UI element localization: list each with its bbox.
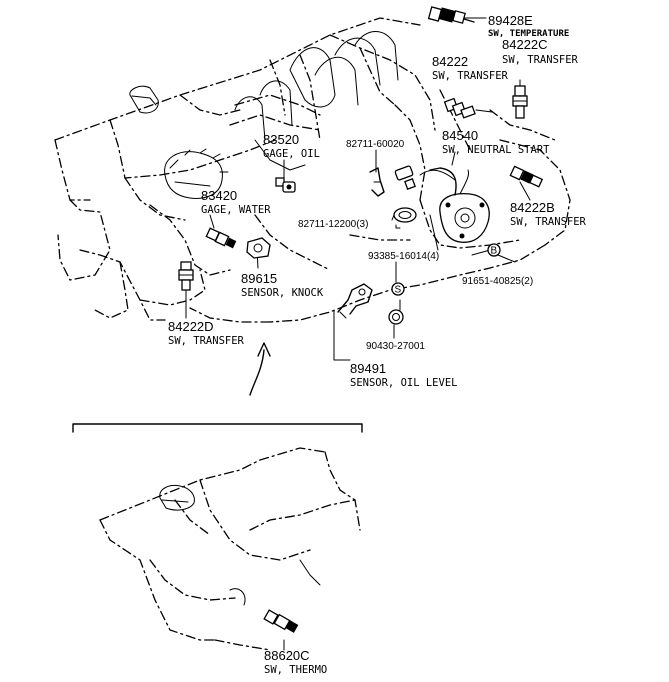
label-83420: 83420 GAGE, WATER bbox=[201, 188, 271, 216]
temperature-switch-part bbox=[427, 6, 475, 24]
distributor bbox=[164, 148, 229, 199]
wire-clamp-part bbox=[391, 207, 417, 223]
label-84222d: 84222D SW, TRANSFER bbox=[168, 319, 245, 347]
part-name-89491: SENSOR, OIL LEVEL bbox=[350, 377, 457, 389]
label-84222c: 84222C SW, TRANSFER bbox=[502, 37, 579, 66]
part-name-83520: GAGE, OIL bbox=[263, 148, 320, 160]
water-temperature-gage-part bbox=[205, 227, 237, 249]
clip-s-marker: S bbox=[391, 282, 405, 296]
fastener-91651-40825: 91651-40825(2) bbox=[462, 276, 533, 287]
callout-lines bbox=[185, 17, 531, 361]
gasket-part bbox=[388, 309, 404, 325]
part-name-83420: GAGE, WATER bbox=[201, 204, 271, 216]
wire-bracket-part bbox=[369, 167, 385, 197]
fastener-93385-16014: 93385-16014(4) bbox=[368, 251, 439, 262]
part-name-84222b: SW, TRANSFER bbox=[510, 216, 587, 228]
clip-b-label: B bbox=[491, 246, 498, 257]
transfer-switch-c-part bbox=[512, 85, 528, 119]
part-name-89428e: SW, TEMPERATURE bbox=[488, 29, 569, 39]
fastener-82711-12200: 82711-12200(3) bbox=[298, 219, 368, 230]
part-number-84222c: 84222C bbox=[502, 37, 548, 52]
intake-manifold-detail bbox=[129, 31, 399, 171]
part-number-84540: 84540 bbox=[442, 128, 478, 143]
label-84540: 84540 SW, NEUTRAL START bbox=[442, 128, 550, 156]
label-89615: 89615 SENSOR, KNOCK bbox=[241, 271, 324, 299]
part-number-84222: 84222 bbox=[432, 54, 468, 69]
inset-detail-view bbox=[72, 423, 363, 651]
wiring-connector-part bbox=[394, 165, 416, 190]
label-89491: 89491 SENSOR, OIL LEVEL bbox=[350, 361, 457, 389]
neutral-start-switch-part bbox=[429, 167, 490, 243]
label-84222b: 84222B SW, TRANSFER bbox=[510, 200, 587, 228]
part-number-88620c: 88620C bbox=[264, 648, 310, 663]
label-89428e: 89428E SW, TEMPERATURE bbox=[488, 13, 569, 39]
part-number-89491: 89491 bbox=[350, 361, 386, 376]
part-number-89428e: 89428E bbox=[488, 13, 533, 28]
clip-b-marker: B bbox=[487, 243, 501, 257]
fastener-82711-60020: 82711-60020 bbox=[346, 139, 405, 150]
part-number-84222d: 84222D bbox=[168, 319, 214, 334]
label-84222: 84222 SW, TRANSFER bbox=[432, 54, 509, 82]
transfer-switch-part bbox=[443, 97, 476, 119]
part-number-83420: 83420 bbox=[201, 188, 237, 203]
part-name-84222: SW, TRANSFER bbox=[432, 70, 509, 82]
knock-sensor-part bbox=[246, 237, 271, 259]
part-name-88620c: SW, THERMO bbox=[264, 664, 327, 676]
label-83520: 83520 GAGE, OIL bbox=[263, 132, 320, 160]
transfer-switch-b-part bbox=[509, 165, 544, 188]
fastener-labels: 82711-60020 82711-12200(3) 93385-16014(4… bbox=[298, 139, 533, 352]
transfer-switch-d-part bbox=[178, 261, 194, 291]
oil-level-sensor-part bbox=[337, 283, 373, 319]
oil-pressure-gage-part bbox=[275, 177, 296, 193]
part-number-83520: 83520 bbox=[263, 132, 299, 147]
fastener-90430-27001: 90430-27001 bbox=[366, 341, 425, 352]
thermo-switch-part bbox=[263, 609, 299, 651]
label-88620c: 88620C SW, THERMO bbox=[264, 648, 327, 676]
part-number-84222b: 84222B bbox=[510, 200, 555, 215]
part-name-84222c: SW, TRANSFER bbox=[502, 54, 579, 66]
part-name-84540: SW, NEUTRAL START bbox=[442, 144, 550, 156]
part-name-89615: SENSOR, KNOCK bbox=[241, 287, 324, 299]
part-number-89615: 89615 bbox=[241, 271, 277, 286]
detail-view-arrow bbox=[249, 342, 271, 396]
part-name-84222d: SW, TRANSFER bbox=[168, 335, 245, 347]
clip-s-label: S bbox=[395, 285, 402, 296]
engine-block-outline bbox=[54, 17, 571, 323]
